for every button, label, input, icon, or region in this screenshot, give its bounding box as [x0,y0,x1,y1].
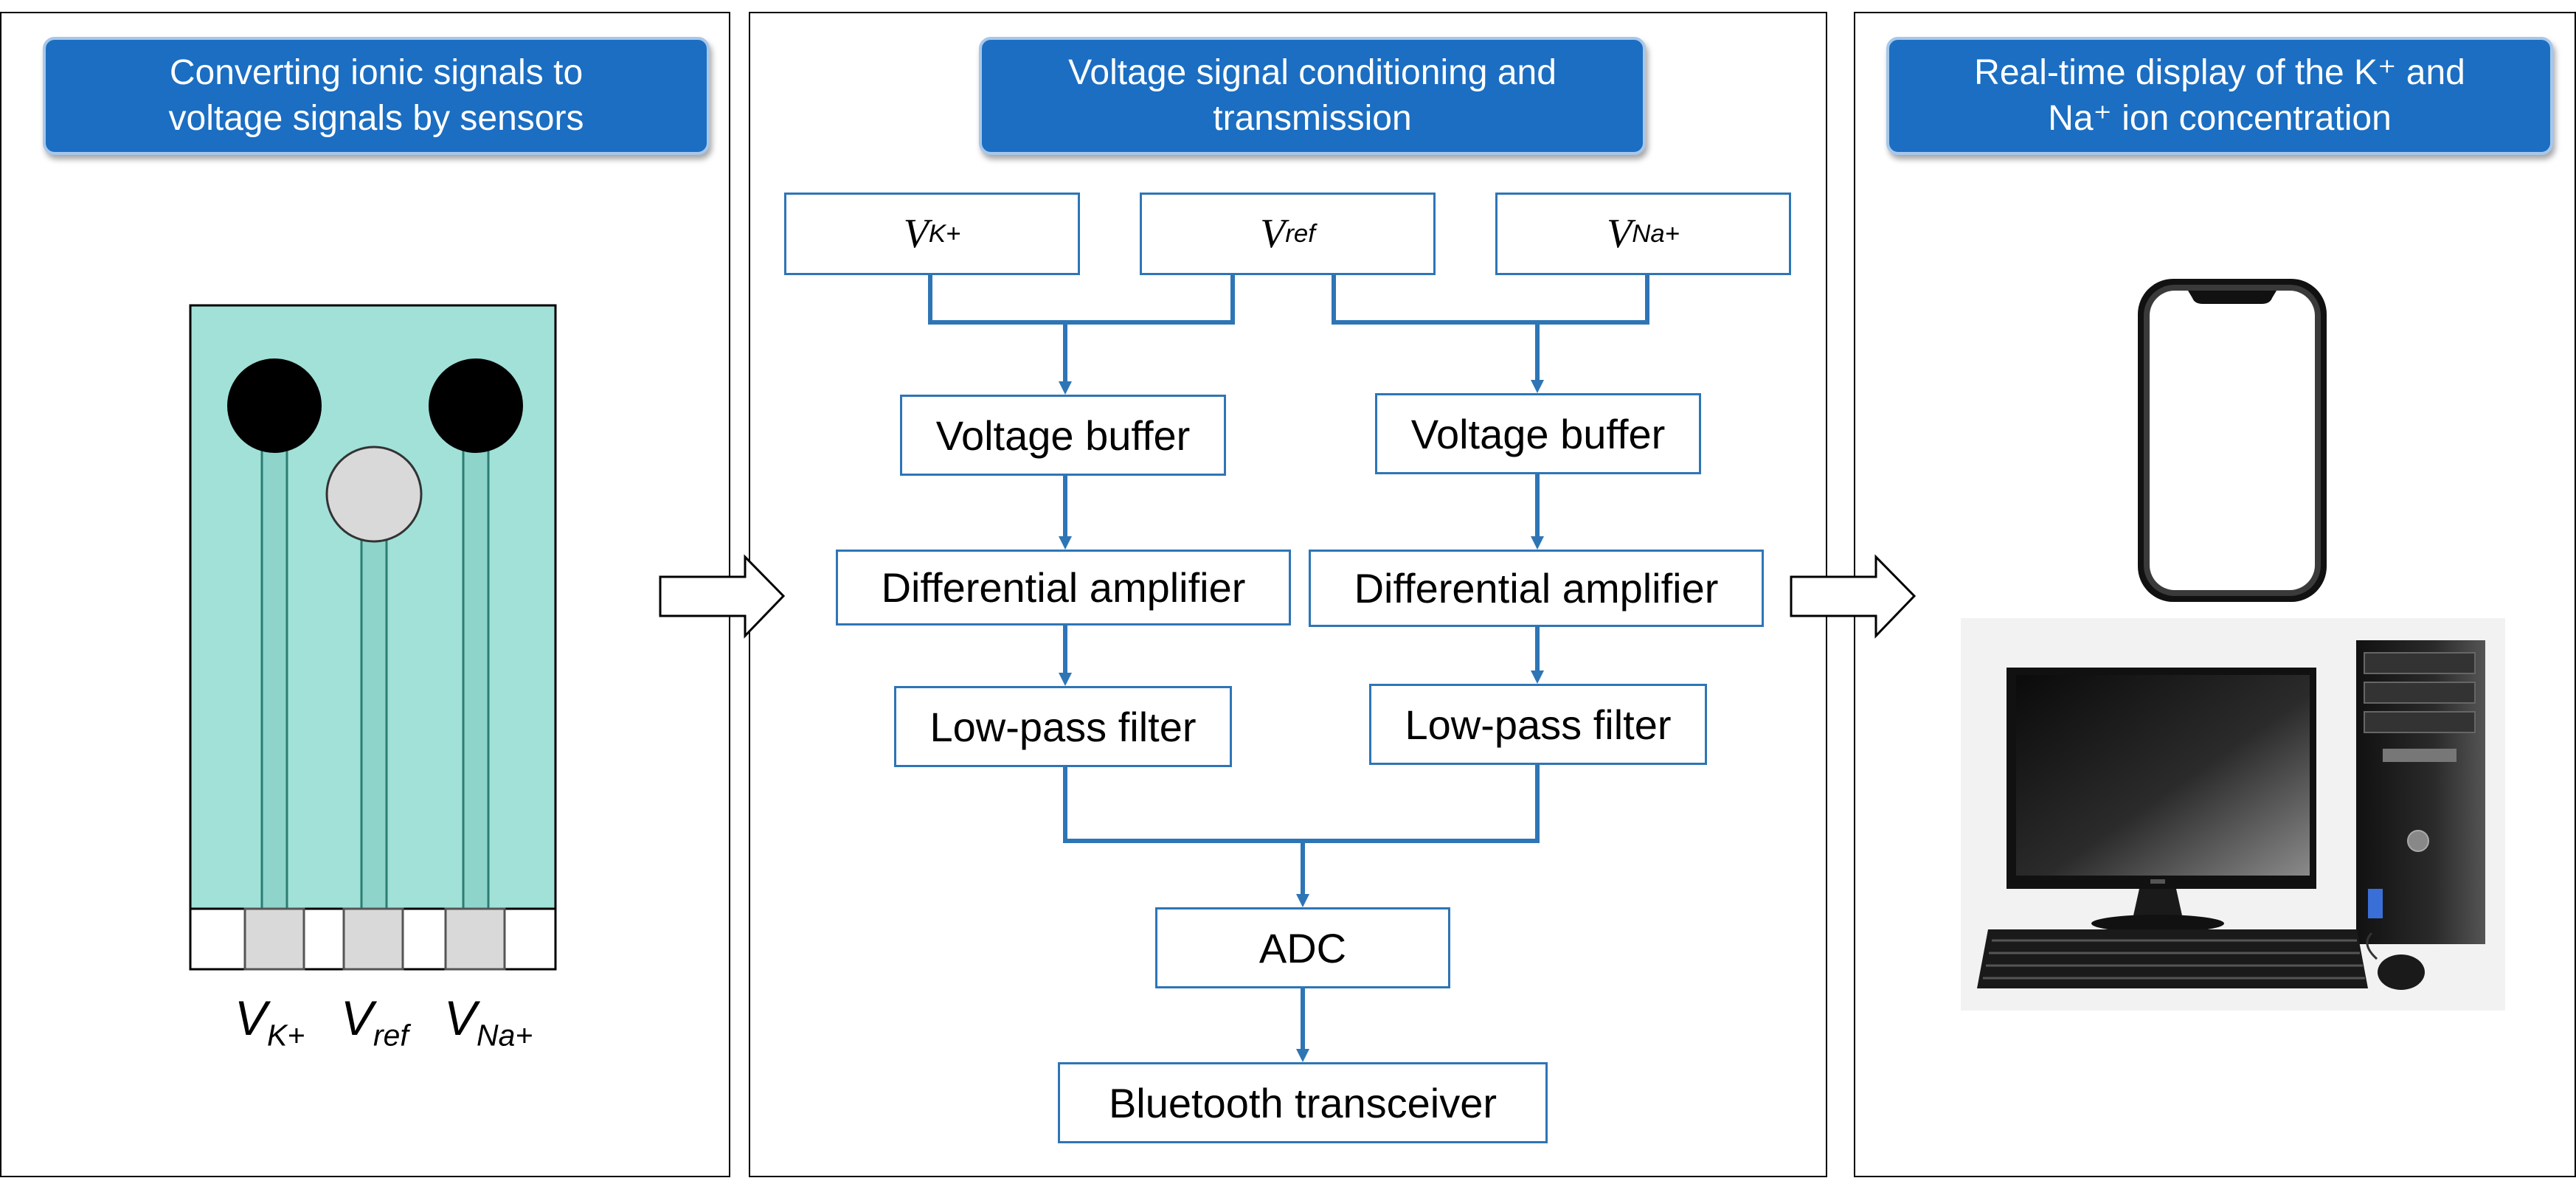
ref-electrode-trace [360,515,388,912]
sensor-label-vna-sub: Na+ [477,1018,533,1053]
voltage-buffer-left: Voltage buffer [900,395,1226,476]
sensor-title-line1: Converting ionic signals to [169,53,584,92]
flow-connectors [928,275,1649,1051]
conditioning-title-line2: transmission [1213,99,1412,138]
desktop-computer-icon [1961,618,2505,1011]
voltage-buffer-right: Voltage buffer [1375,393,1701,474]
vref-input-main: V [1260,211,1286,257]
na-electrode [429,358,523,453]
smartphone-icon [2138,279,2327,602]
vna-input-sub: Na+ [1632,219,1680,248]
conditioning-title-line1: Voltage signal conditioning and [1068,53,1557,92]
differential-amplifier-left: Differential amplifier [836,550,1291,626]
arrow-conditioning-to-display [1790,554,1917,639]
ref-contact-pad [342,907,404,971]
sensor-title-line2: voltage signals by sensors [168,99,584,138]
bluetooth-transceiver-block: Bluetooth transceiver [1058,1062,1548,1143]
sensor-label-vk-sub: K+ [267,1018,305,1053]
sensor-label-vna-main: V [444,991,477,1045]
low-pass-filter-left: Low-pass filter [894,686,1232,767]
adc-block: ADC [1155,907,1450,988]
sensor-label-vref-sub: ref [373,1018,409,1053]
sensor-board [189,304,557,971]
conditioning-panel-title: Voltage signal conditioning and transmiss… [979,37,1646,155]
display-title-line2: Na⁺ ion concentration [2048,99,2392,138]
vna-input-main: V [1607,211,1632,257]
flow-arrowheads [1059,380,1544,1062]
sensor-label-vref: Vref [341,990,409,1053]
k-electrode [227,358,322,453]
k-contact-pad [243,907,305,971]
sensor-label-vna: VNa+ [444,990,533,1053]
vk-input-main: V [903,211,929,257]
na-electrode-trace [462,412,490,912]
sensor-label-vk: VK+ [235,990,305,1053]
sensor-panel-title: Converting ionic signals to voltage signa… [43,37,710,155]
arrow-sensor-to-conditioning [659,554,786,639]
k-electrode-trace [260,412,288,912]
low-pass-filter-right: Low-pass filter [1369,684,1707,765]
vref-input-sub: ref [1285,219,1315,248]
display-title-line1: Real-time display of the K⁺ and [1974,53,2465,92]
reference-electrode [325,446,423,543]
na-contact-pad [444,907,506,971]
differential-amplifier-right: Differential amplifier [1309,550,1764,627]
sensor-label-vref-main: V [341,991,374,1045]
vk-input-sub: K+ [928,219,961,248]
sensor-label-vk-main: V [235,991,268,1045]
